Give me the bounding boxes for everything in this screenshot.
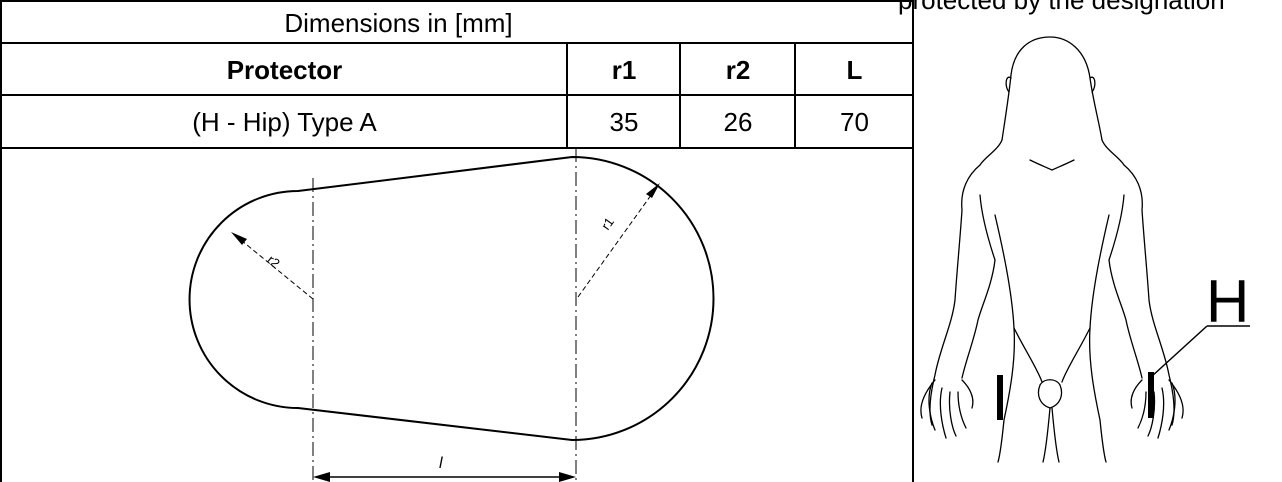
header-L: L — [846, 54, 863, 85]
left-hand — [920, 379, 974, 439]
arrowheads — [231, 183, 660, 482]
arrow-l-right — [559, 472, 576, 482]
header-protector: Protector — [226, 54, 343, 85]
groin — [1037, 379, 1063, 409]
zone-label-h: H — [1206, 268, 1250, 335]
label-l: l — [439, 455, 443, 472]
head — [1001, 36, 1103, 141]
header-r1: r1 — [611, 54, 637, 85]
right-hand — [1130, 379, 1184, 439]
human-body-figure — [920, 36, 1184, 463]
arrow-r1 — [646, 183, 660, 198]
radius-r1-line — [577, 190, 655, 298]
top-partial-text: protected by the designation — [898, 0, 1225, 15]
h-leader — [1150, 325, 1250, 378]
left-side — [929, 139, 1003, 426]
cell-r1: 35 — [609, 107, 639, 137]
arrow-l-left — [313, 472, 330, 482]
protector-outline — [188, 155, 715, 442]
cell-r2: 26 — [723, 107, 753, 137]
table-grid — [0, 0, 914, 482]
radius-r2-line — [235, 235, 314, 300]
header-r2: r2 — [725, 54, 751, 85]
cell-protector: (H - Hip) Type A — [192, 107, 377, 137]
right-side — [1101, 139, 1175, 426]
hip-protector-marks — [997, 372, 1154, 420]
arrow-r2 — [231, 232, 247, 245]
table-caption: Dimensions in [mm] — [284, 7, 513, 38]
protector-shape-drawing — [188, 148, 715, 482]
cell-L: 70 — [840, 107, 869, 137]
